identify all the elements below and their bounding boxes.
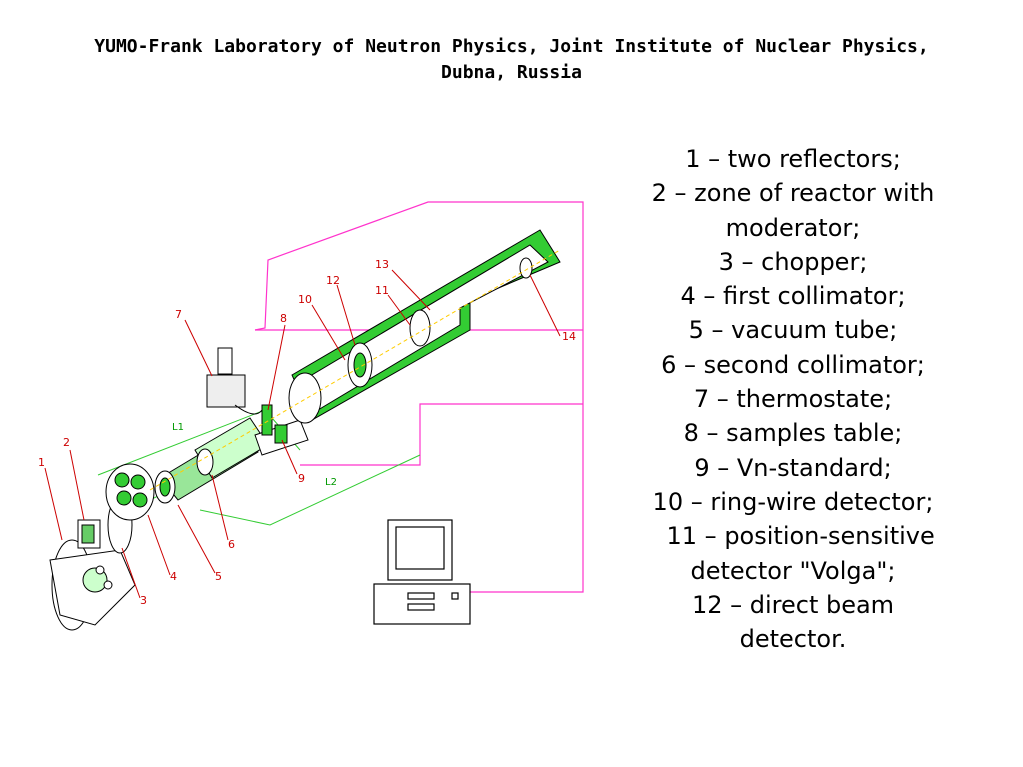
dim-label-l1: L1: [172, 422, 184, 433]
leader-12: [336, 284, 356, 346]
leader-5: [177, 504, 216, 574]
callout-13: 13: [375, 258, 389, 271]
thermostat: [206, 347, 263, 415]
callout-12: 12: [326, 274, 340, 287]
sample-table: [254, 404, 309, 456]
leader-7: [184, 319, 213, 377]
direct-beam-detector: [519, 257, 533, 279]
leader-1: [44, 467, 63, 541]
legend-line: 12 – direct beam: [691, 590, 895, 619]
legend-line: 8 – samples table;: [683, 419, 903, 448]
disk-drive: [407, 603, 435, 611]
collimator-channel: [130, 474, 146, 490]
legend-line: 7 – thermostate;: [693, 385, 893, 414]
leader-6: [211, 474, 229, 541]
callout-3: 3: [140, 594, 147, 607]
legend-line: 9 – Vn-standard;: [694, 453, 892, 482]
dim-line-l2: [199, 454, 421, 526]
ring-wire-detector-inner: [353, 352, 367, 378]
computer-icon: [373, 519, 471, 625]
legend-line: 5 – vacuum tube;: [688, 316, 898, 345]
legend-line: 10 – ring-wire detector;: [652, 487, 934, 516]
callout-7: 7: [175, 308, 182, 321]
leader-3: [121, 547, 141, 599]
power-switch: [451, 592, 459, 600]
legend-line: 3 – chopper;: [718, 247, 868, 276]
callout-8: 8: [280, 312, 287, 325]
second-collimator: [194, 417, 269, 479]
moderator-zone: [77, 519, 101, 549]
leader-8: [267, 324, 286, 411]
title-line-1: YUMO-Frank Laboratory of Neutron Physics…: [94, 36, 929, 57]
callout-4: 4: [170, 570, 177, 583]
legend-line: 1 – two reflectors;: [685, 145, 901, 173]
detector-tank: [149, 229, 561, 491]
component-legend: 1 – two reflectors; 2 – zone of reactor …: [606, 142, 980, 656]
sample-holder: [261, 404, 273, 436]
thermostat-box: [206, 374, 246, 408]
beam-axis: [149, 249, 561, 491]
thermostat-head: [217, 347, 233, 375]
callout-1: 1: [38, 456, 45, 469]
title-line-2: Dubna, Russia: [441, 62, 582, 83]
leader-2: [69, 449, 85, 521]
collimator-channel: [116, 490, 132, 506]
callout-9: 9: [298, 472, 305, 485]
leader-10: [311, 304, 346, 361]
callout-5: 5: [215, 570, 222, 583]
legend-line: 2 – zone of reactor with: [651, 179, 935, 208]
moderator-core: [81, 524, 95, 544]
legend-line: 4 – first collimator;: [680, 282, 906, 311]
disk-drive: [407, 592, 435, 600]
reflectors: [49, 539, 136, 631]
callout-10: 10: [298, 293, 312, 306]
dim-label-l2: L2: [325, 477, 337, 488]
position-sensitive-detector: [409, 309, 431, 347]
cable-lower: [300, 403, 583, 466]
monitor-screen: [395, 526, 445, 570]
legend-line: 11 – position-sensitive: [651, 522, 935, 551]
collimator-channel: [114, 472, 130, 488]
leader-14: [529, 274, 561, 337]
vn-standard: [274, 424, 288, 444]
collimator-channel: [132, 492, 148, 508]
leader-4: [147, 514, 171, 576]
first-collimator: [105, 463, 155, 521]
legend-line: detector "Volga";: [690, 556, 896, 585]
leader-9: [281, 439, 298, 475]
callout-labels: 1 2 3 4 5 6 7 8 9 10 11 12 13 14: [38, 258, 576, 607]
collimator-body: [105, 463, 155, 521]
collimator2-end: [196, 448, 214, 476]
legend-line: 6 – second collimator;: [661, 350, 925, 379]
callout-11: 11: [375, 284, 389, 297]
page-title: YUMO-Frank Laboratory of Neutron Physics…: [20, 34, 1003, 86]
tank-front-flange: [288, 372, 322, 424]
cable-upper: [254, 201, 584, 593]
callout-14: 14: [562, 330, 576, 343]
legend-line: detector.: [739, 625, 847, 654]
callout-leaders: [44, 269, 561, 599]
callout-6: 6: [228, 538, 235, 551]
reflector-hole: [103, 580, 113, 590]
callout-2: 2: [63, 436, 70, 449]
reflector-hole: [95, 565, 105, 575]
thermostat-hose: [234, 404, 263, 415]
leader-11: [387, 294, 411, 326]
legend-line: moderator;: [725, 213, 861, 242]
leader-13: [391, 269, 431, 311]
